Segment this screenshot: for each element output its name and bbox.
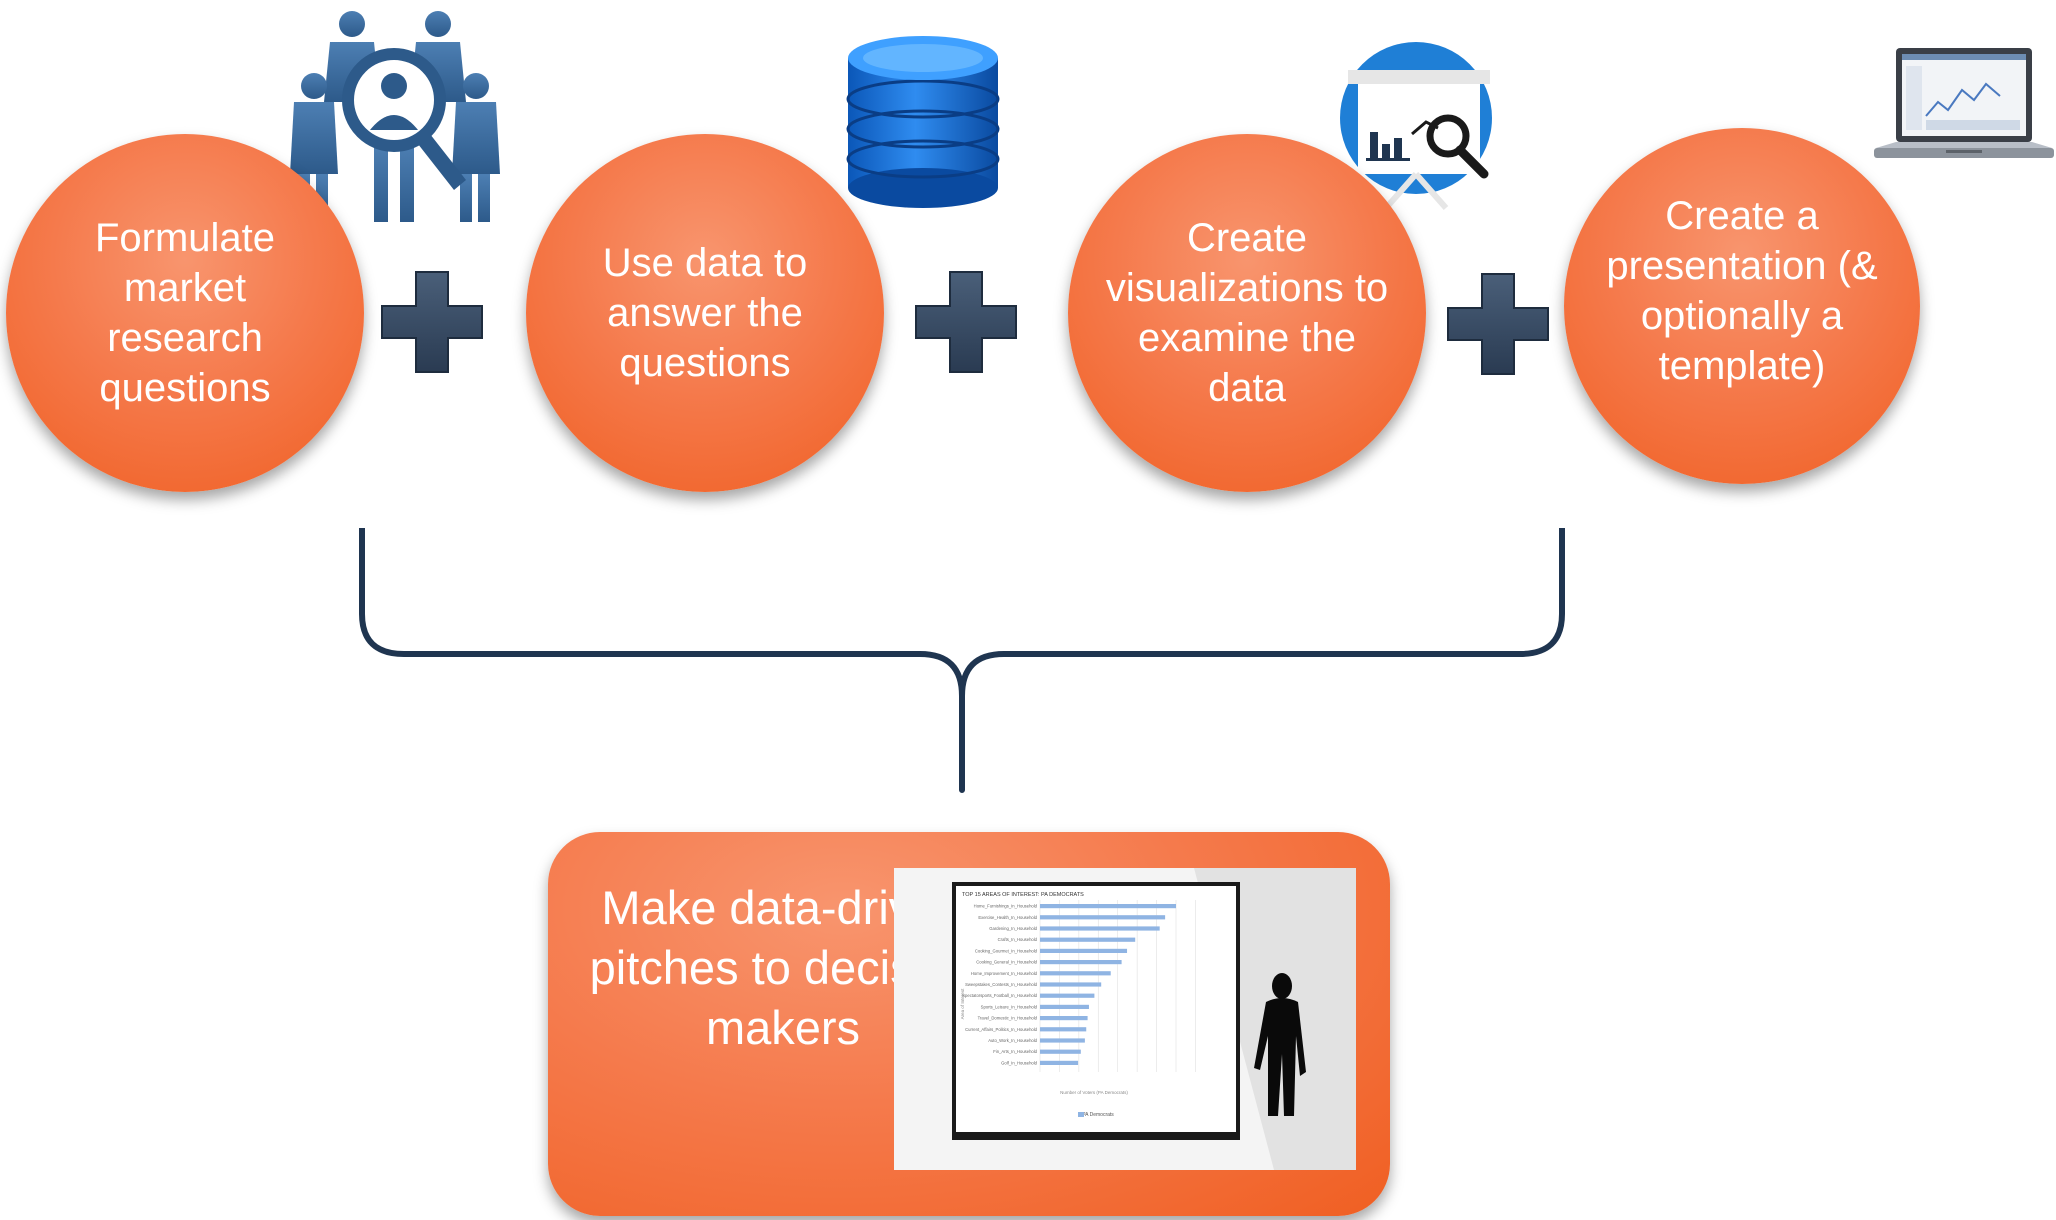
- screen-bar: [1040, 960, 1122, 965]
- screen-bar-label: Sweepstakes_Contests_In_Household: [965, 982, 1038, 987]
- screen-bar: [1040, 1049, 1081, 1054]
- screen-bar: [1040, 1060, 1079, 1065]
- screen-bar: [1040, 993, 1095, 998]
- step-formulate-questions: Formulate market research questions: [6, 134, 364, 492]
- laptop-icon: [1874, 48, 2054, 158]
- screen-bar-label: Home_Improvement_In_Household: [971, 971, 1038, 976]
- plus-icon: [381, 271, 483, 373]
- screen-chart-legend: PA Democrats: [1082, 1112, 1114, 1118]
- result-box: Make data-driven pitches to decision mak…: [548, 832, 1390, 1216]
- screen-bar-label: Golf_In_Household: [1001, 1060, 1038, 1065]
- step-label: Formulate market research questions: [94, 216, 276, 410]
- screen-bar: [1040, 1027, 1087, 1032]
- people-search-icon: [290, 11, 500, 222]
- step-label: Use data to answer the questions: [602, 241, 808, 385]
- screen-bar-label: Travel_Domestic_In_Household: [978, 1016, 1038, 1021]
- step-create-presentation: Create a presentation (& optionally a te…: [1564, 128, 1920, 484]
- screen-chart-ylabel: Area of Interest: [960, 988, 965, 1020]
- plus-icon: [1447, 273, 1549, 375]
- screen-bar: [1040, 982, 1102, 987]
- screen-bar-label: Home_Furnishings_In_Household: [974, 904, 1038, 909]
- screen-bar: [1040, 971, 1111, 976]
- screen-chart-xlabel: Number of Voters (PA Democrats): [1060, 1090, 1128, 1095]
- screen-bar: [1040, 937, 1136, 942]
- screen-bar-label: Gardening_In_Household: [989, 926, 1037, 931]
- screen-bar: [1040, 1038, 1085, 1043]
- screen-bar-label: Crafts_In_Household: [998, 937, 1038, 942]
- screen-bar-chart: Home_Furnishings_In_HouseholdExercise_He…: [962, 900, 1196, 1072]
- screen-bar-label: Cooking_Gourmet_In_Household: [975, 948, 1038, 953]
- screen-bar: [1040, 926, 1160, 931]
- screen-bar-label: Exercise_Health_In_Household: [978, 915, 1037, 920]
- screen-bar-label: Current_Affairs_Politics_In_Household: [965, 1027, 1038, 1032]
- screen-bar-label: Sports_Leisure_In_Household: [981, 1004, 1038, 1009]
- screen-bar: [1040, 1004, 1089, 1009]
- plus-icon: [915, 271, 1017, 373]
- database-icon: [846, 36, 1000, 208]
- chart-magnifier-icon: [1340, 42, 1492, 210]
- screen-bar: [1040, 948, 1128, 953]
- person-silhouette: [1254, 973, 1306, 1116]
- step-label: Create a presentation (& optionally a te…: [1606, 194, 1878, 388]
- screen-bar: [1040, 915, 1166, 920]
- screen-bar-label: Auto_Work_In_Household: [988, 1038, 1037, 1043]
- presentation-illustration: TOP 15 AREAS OF INTEREST: PA DEMOCRATS H…: [894, 868, 1356, 1170]
- step-use-data: Use data to answer the questions: [526, 134, 884, 492]
- screen-chart-title: TOP 15 AREAS OF INTEREST: PA DEMOCRATS: [962, 892, 1084, 898]
- screen-bar: [1040, 904, 1176, 909]
- screen-bar-label: Spectatorsports_Football_In_Household: [962, 993, 1037, 998]
- screen-bar-label: Cooking_General_In_Household: [976, 960, 1037, 965]
- step-label: Create visualizations to examine the dat…: [1105, 216, 1389, 410]
- screen-bar: [1040, 1016, 1088, 1021]
- step-create-visualizations: Create visualizations to examine the dat…: [1068, 134, 1426, 492]
- screen-bar-label: Fin_Arts_In_Household: [993, 1049, 1037, 1054]
